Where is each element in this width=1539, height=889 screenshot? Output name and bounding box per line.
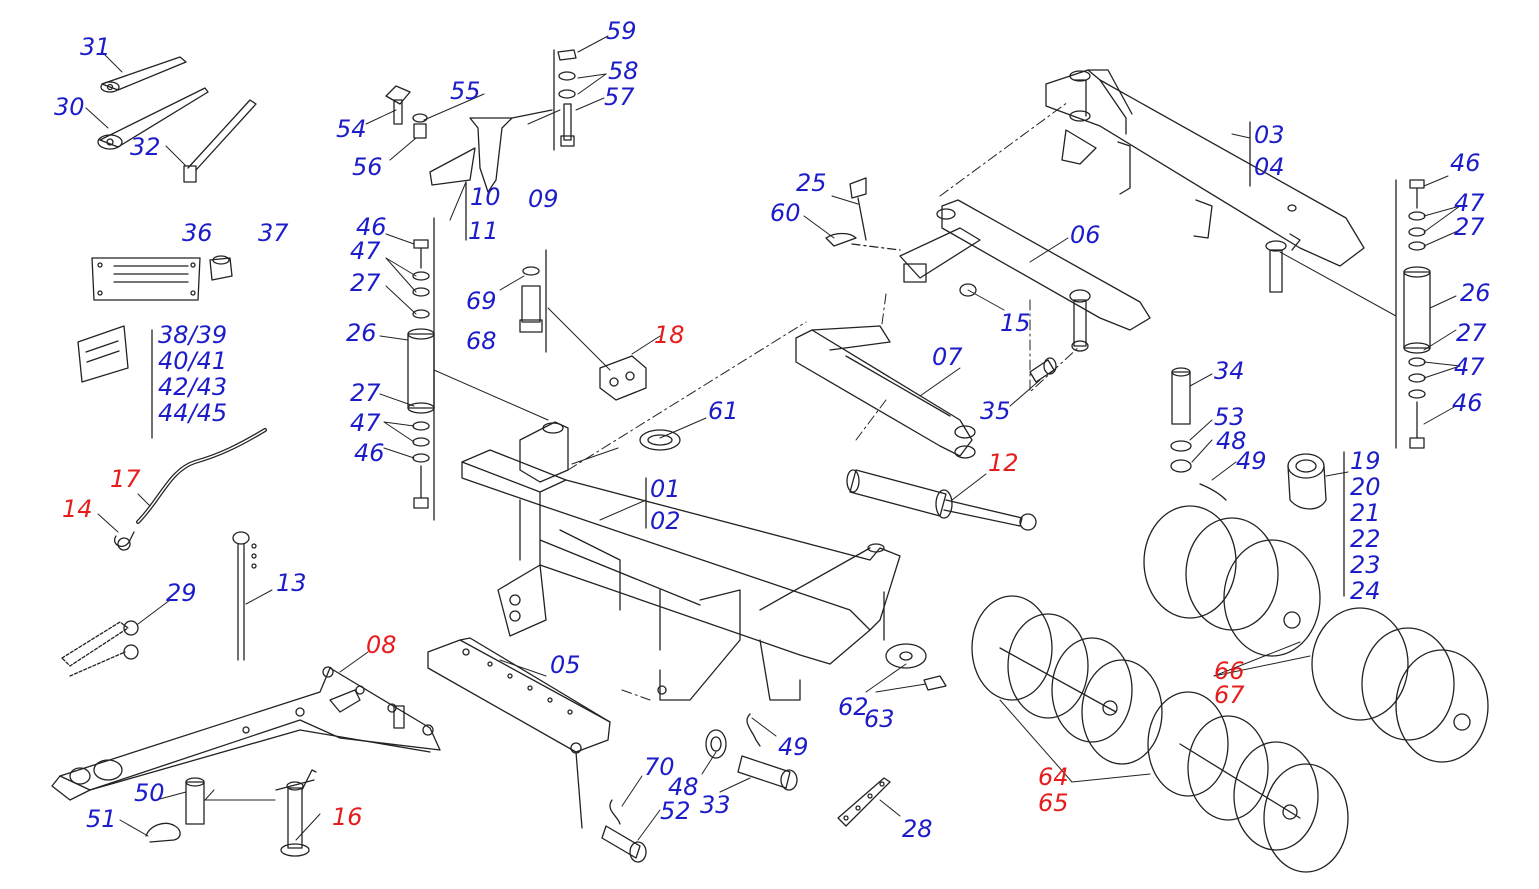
hydraulic-cylinder-12 [846, 469, 1037, 531]
pin-52 [601, 825, 647, 863]
safety-chain-29 [61, 620, 139, 677]
plate-28 [837, 777, 891, 827]
spacer-68-69 [519, 249, 547, 353]
pin-25 [849, 177, 867, 241]
nameplate-36 [91, 257, 201, 301]
pin-62-63 [883, 591, 947, 691]
rear-frame-03-04 [1045, 69, 1365, 293]
hub-48 [705, 729, 727, 759]
left-bolt-stack [407, 217, 435, 521]
right-bolt-stack [1395, 179, 1431, 449]
spring-pin-70 [609, 799, 621, 825]
clip-60 [825, 232, 857, 247]
pin-stack-34 [1170, 367, 1227, 501]
valve-18 [599, 355, 647, 401]
clip-49-frame [746, 713, 761, 747]
wrench-30 [97, 87, 209, 150]
toolbar-05 [427, 637, 611, 829]
bearing-19-24 [1287, 451, 1345, 597]
decals-38-45 [77, 325, 153, 439]
main-frame-01-02 [461, 421, 901, 701]
pin-33 [737, 755, 798, 791]
leader-lines [85, 35, 1461, 841]
sensor-assembly-54-56 [385, 85, 553, 241]
key-32 [183, 99, 257, 183]
disc-gang-upper [1143, 505, 1321, 657]
drawbar-08 [51, 666, 441, 801]
clip-51 [145, 822, 181, 843]
disc-gang-66-67 [1311, 607, 1489, 763]
disc-gang-64-65-upper [971, 595, 1163, 765]
sub-frame-07 [795, 325, 976, 459]
bolt-stack-57-59 [553, 49, 577, 151]
disc-gang-64-65-lower [1147, 691, 1349, 873]
fitting-35 [1029, 357, 1057, 383]
pin-13 [232, 531, 257, 661]
assembly-lines [567, 101, 1081, 701]
nut-37 [209, 255, 233, 281]
coupler-14 [114, 531, 135, 551]
wrench-31 [100, 56, 187, 93]
hydraulic-hose-17 [136, 428, 267, 524]
pin-50 [185, 777, 205, 825]
sub-frame-06 [851, 199, 1151, 352]
washer-61 [639, 429, 681, 451]
jack-stand-16 [275, 769, 317, 857]
